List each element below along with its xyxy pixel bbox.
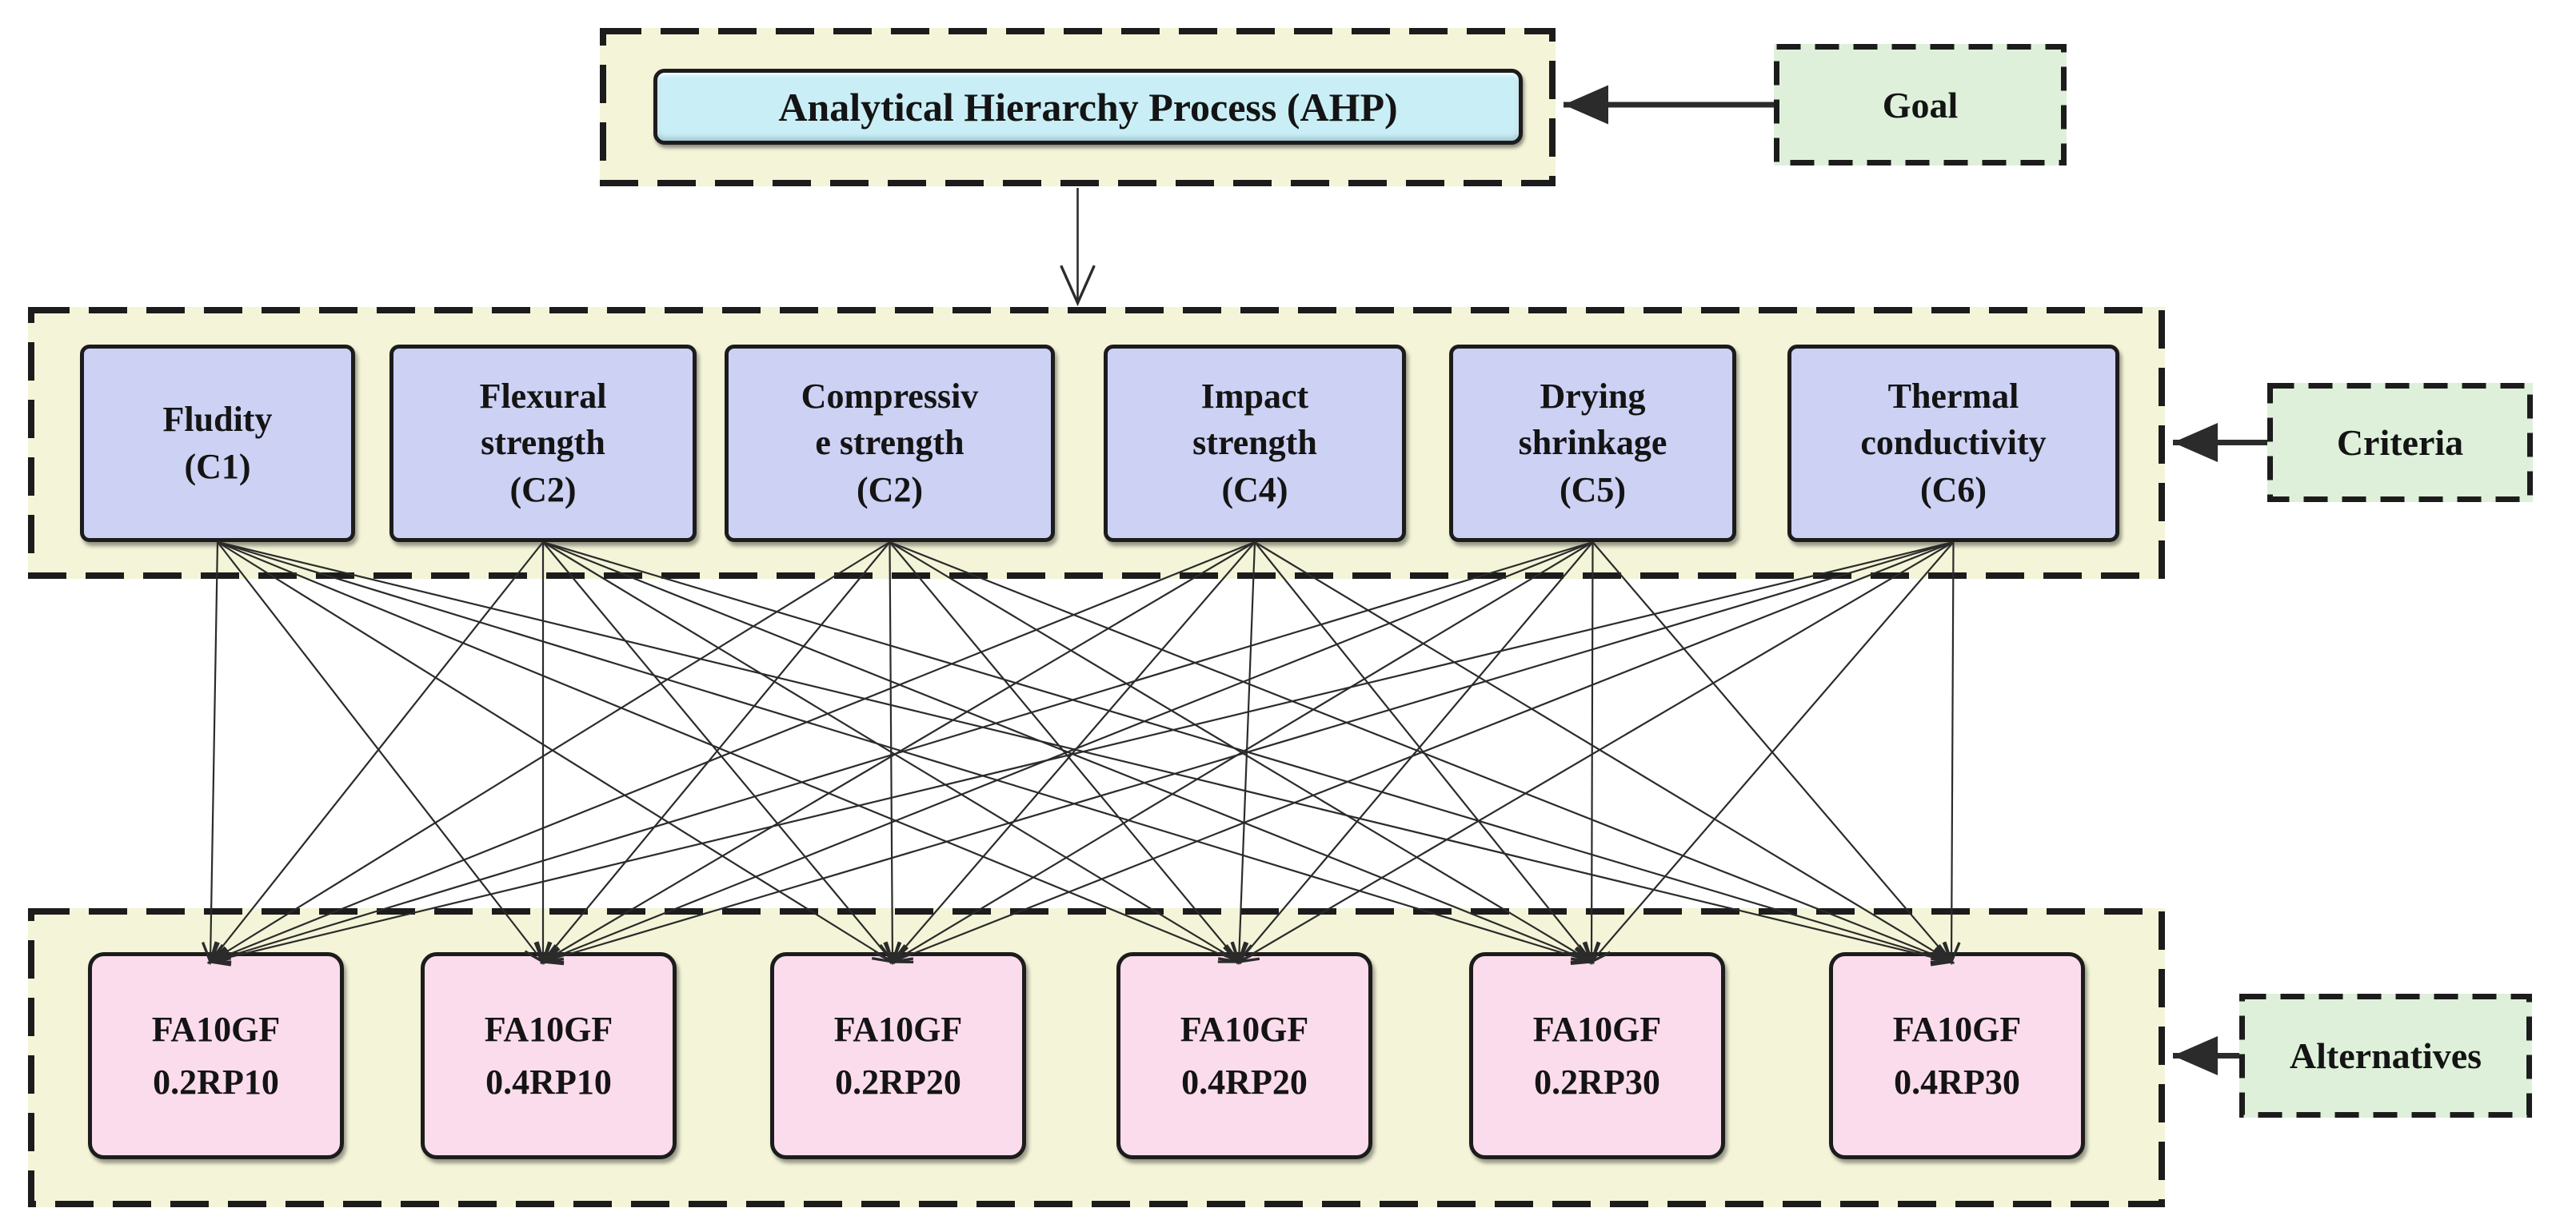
criteria-box-label: Thermal conductivity (C6) [1860,377,2047,509]
alternatives-side-label-text: Alternatives [2289,1035,2482,1076]
criteria-box-flexural-strength: Flexural strength (C2) [389,345,697,542]
goal-node-label: Analytical Hierarchy Process (AHP) [778,84,1398,130]
alternatives-panel: FA10GF 0.2RP10 FA10GF 0.4RP10 FA10GF 0.2… [28,908,2165,1207]
goal-side-label-text: Goal [1882,84,1959,126]
alternative-box-label: FA10GF 0.4RP30 [1892,1009,2022,1102]
criteria-box-compressive-strength: Compressiv e strength (C2) [725,345,1055,542]
criteria-box-impact-strength: Impact strength (C4) [1104,345,1406,542]
criteria-box-thermal-conductivity: Thermal conductivity (C6) [1787,345,2119,542]
alternative-box-fa10gf-02rp10: FA10GF 0.2RP10 [88,952,344,1159]
alternative-box-fa10gf-02rp20: FA10GF 0.2RP20 [770,952,1026,1159]
criteria-box-label: Fludity (C1) [162,400,273,486]
criteria-box-label: Flexural strength (C2) [479,377,607,509]
criteria-box-label: Compressiv e strength (C2) [801,377,979,509]
criteria-to-alternative-edges [201,540,1961,967]
criteria-box-drying-shrinkage: Drying shrinkage (C5) [1449,345,1736,542]
alternative-box-fa10gf-04rp30: FA10GF 0.4RP30 [1829,952,2085,1159]
criteria-box-label: Drying shrinkage (C5) [1518,377,1667,509]
alternative-box-fa10gf-04rp10: FA10GF 0.4RP10 [421,952,677,1159]
goal-side-label: Goal [1774,44,2067,165]
criteria-side-label-text: Criteria [2336,422,2464,463]
alternatives-side-label: Alternatives [2239,994,2532,1118]
alternative-box-label: FA10GF 0.4RP20 [1180,1009,1309,1102]
alternative-box-label: FA10GF 0.4RP10 [484,1009,613,1102]
goal-panel: Analytical Hierarchy Process (AHP) [600,28,1556,186]
alternative-box-label: FA10GF 0.2RP20 [833,1009,963,1102]
alternative-box-fa10gf-02rp30: FA10GF 0.2RP30 [1469,952,1725,1159]
criteria-side-label: Criteria [2267,383,2533,502]
alternative-box-fa10gf-04rp20: FA10GF 0.4RP20 [1116,952,1372,1159]
goal-node: Analytical Hierarchy Process (AHP) [653,69,1523,145]
alternative-box-label: FA10GF 0.2RP30 [1532,1009,1662,1102]
criteria-panel: Fludity (C1) Flexural strength (C2) Comp… [28,307,2165,579]
criteria-box-label: Impact strength (C4) [1192,377,1317,509]
alternative-box-label: FA10GF 0.2RP10 [151,1009,281,1102]
criteria-box-fludity: Fludity (C1) [80,345,355,542]
